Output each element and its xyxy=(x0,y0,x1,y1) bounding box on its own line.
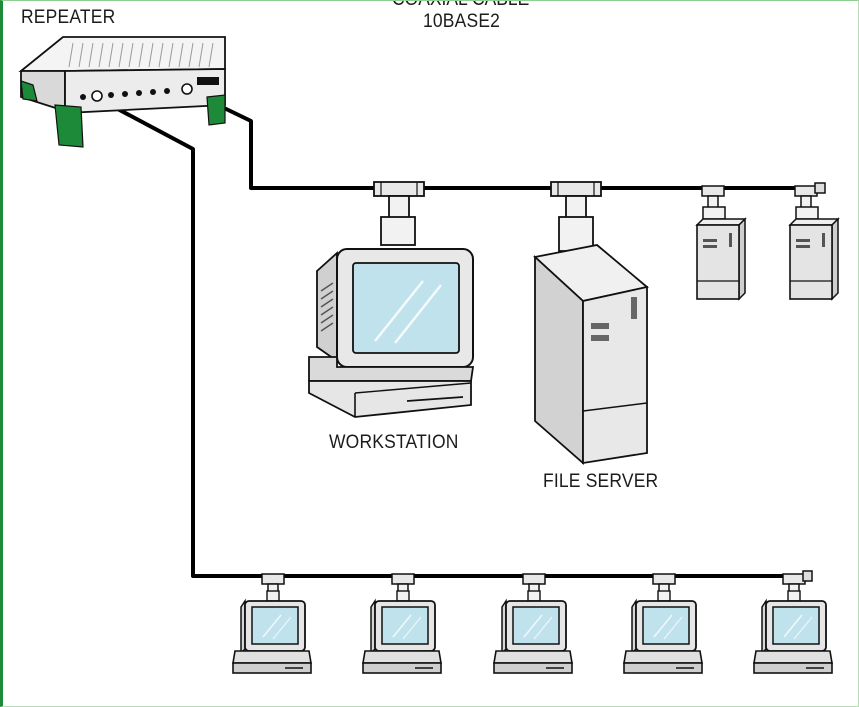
diagram-canvas xyxy=(18,36,839,674)
repeater-label: REPEATER xyxy=(21,7,116,28)
network-type-label: 10BASE2 xyxy=(423,11,501,32)
tower-pc-icon xyxy=(789,206,839,300)
desktop-pc-icon xyxy=(753,590,833,674)
file-server-label: FILE SERVER xyxy=(543,471,659,492)
network-type-cut-label: COAXIAL CABLE xyxy=(392,1,529,11)
desktop-pc-icon xyxy=(493,590,573,674)
workstation-label: WORKSTATION xyxy=(329,432,459,453)
desktop-pc-icon xyxy=(623,590,703,674)
desktop-pc-icon xyxy=(362,590,442,674)
terminator-icon xyxy=(814,182,826,194)
tower-pc-icon xyxy=(696,206,746,300)
t-connector-icon xyxy=(701,185,725,209)
repeater-hub-icon xyxy=(18,36,226,148)
coax-cable-lower xyxy=(98,97,808,578)
file-server-icon xyxy=(533,216,649,465)
t-connector-icon xyxy=(550,181,602,219)
desktop-pc-icon xyxy=(232,590,312,674)
terminator-icon xyxy=(802,570,813,582)
t-connector-icon xyxy=(373,181,425,219)
coax-cable-upper xyxy=(192,91,823,190)
workstation-icon xyxy=(308,216,475,418)
t-connector-icon xyxy=(794,185,818,209)
